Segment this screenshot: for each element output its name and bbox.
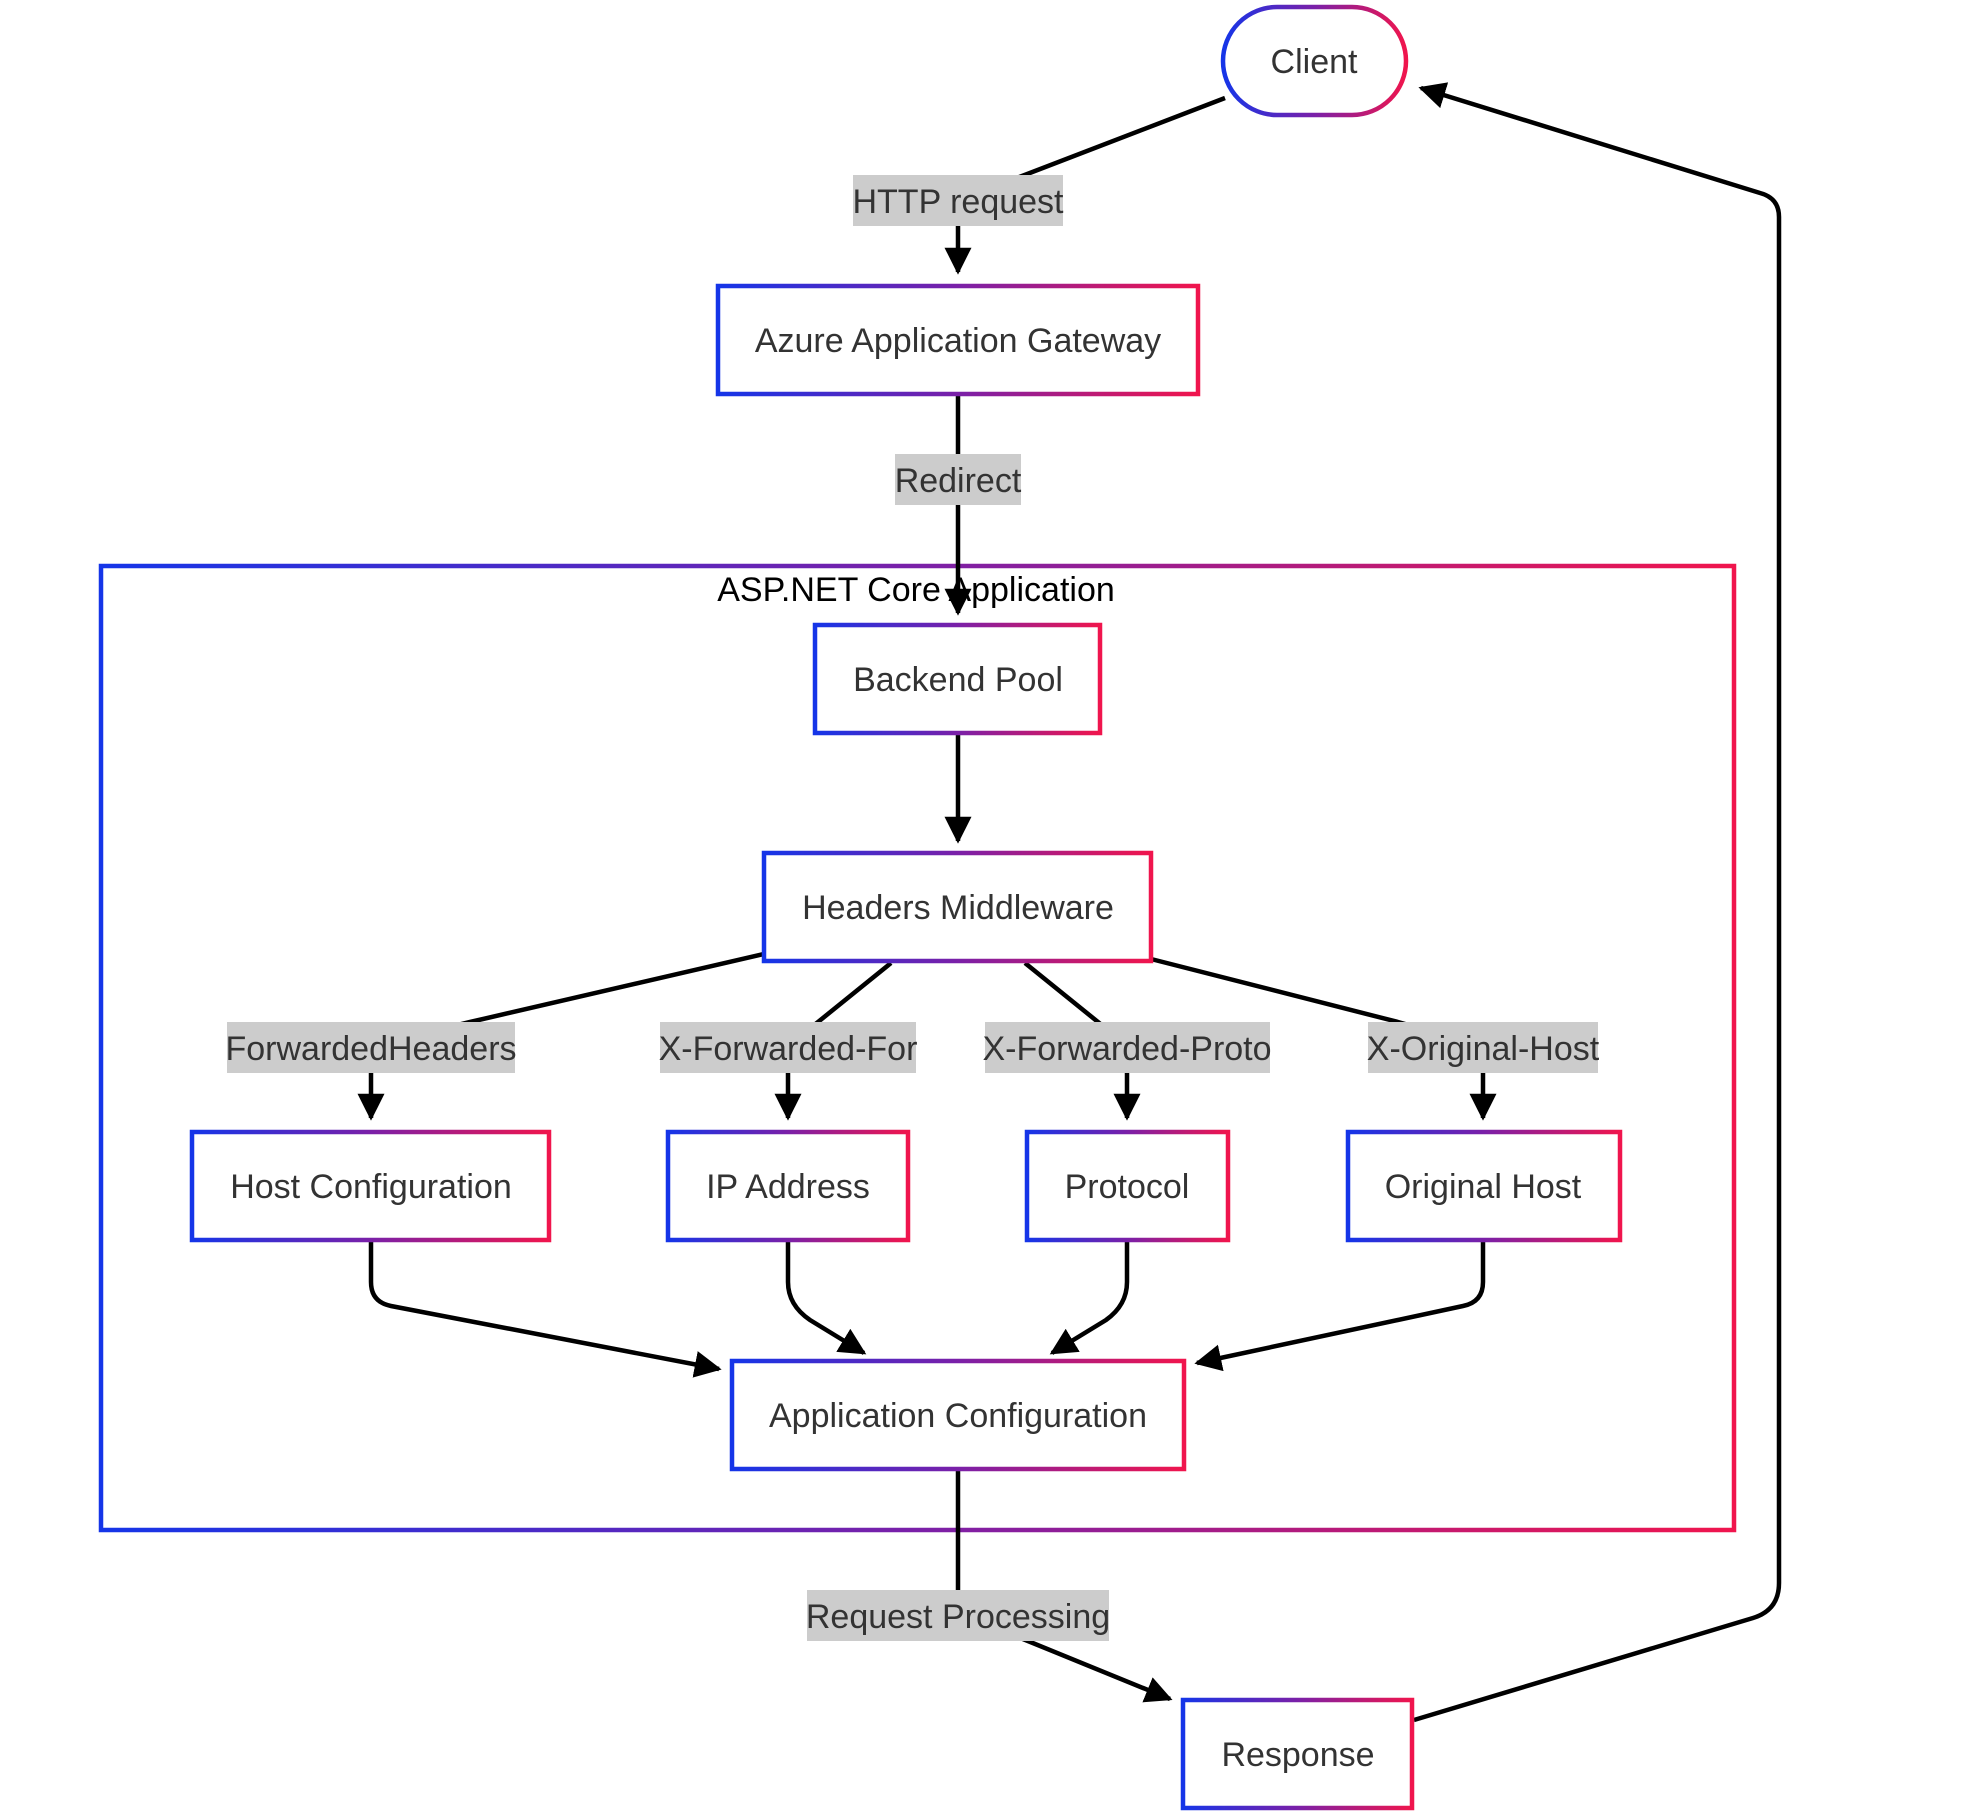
node-original-host: Original Host: [1345, 1129, 1623, 1243]
edge-label-forwarded-headers: ForwardedHeaders: [225, 1022, 517, 1073]
edge-label-x-original-host: X-Original-Host: [1367, 1022, 1600, 1073]
svg-text:Application Configuration: Application Configuration: [769, 1397, 1147, 1435]
cluster-title: ASP.NET Core Application: [717, 571, 1115, 609]
node-ip-address: IP Address: [665, 1129, 911, 1243]
svg-text:X-Original-Host: X-Original-Host: [1367, 1030, 1600, 1068]
node-host-configuration: Host Configuration: [189, 1129, 552, 1243]
svg-text:Headers Middleware: Headers Middleware: [802, 889, 1114, 927]
svg-text:Original Host: Original Host: [1385, 1168, 1582, 1206]
svg-text:Host Configuration: Host Configuration: [230, 1168, 512, 1206]
node-headers-middleware: Headers Middleware: [761, 850, 1154, 964]
edge-host-configuration-to-app-configuration: [368, 1242, 722, 1378]
cluster-aspnet-core-application: [98, 563, 1737, 1533]
svg-text:Backend Pool: Backend Pool: [853, 661, 1063, 699]
node-application-configuration: Application Configuration: [729, 1358, 1187, 1472]
edge-label-request-processing: Request Processing: [806, 1590, 1110, 1641]
edge-response-to-client: [1413, 82, 1782, 1723]
node-backend-pool: Backend Pool: [812, 622, 1103, 736]
node-azure-application-gateway: Azure Application Gateway: [715, 283, 1201, 397]
node-client: Client: [1220, 4, 1409, 118]
node-protocol: Protocol: [1024, 1129, 1231, 1243]
edge-app-configuration-to-response: [955, 1470, 1173, 1703]
node-response: Response: [1180, 1697, 1415, 1811]
svg-text:IP Address: IP Address: [706, 1168, 870, 1206]
edge-ip-address-to-app-configuration: [785, 1242, 867, 1355]
svg-text:X-Forwarded-For: X-Forwarded-For: [659, 1030, 918, 1068]
svg-text:HTTP request: HTTP request: [852, 183, 1064, 221]
edge-label-x-forwarded-proto: X-Forwarded-Proto: [982, 1022, 1272, 1073]
svg-text:Protocol: Protocol: [1065, 1168, 1190, 1206]
svg-text:X-Forwarded-Proto: X-Forwarded-Proto: [982, 1030, 1271, 1068]
edge-labels: HTTP request Redirect ForwardedHeaders X…: [225, 175, 1600, 1641]
edge-label-redirect: Redirect: [895, 454, 1022, 505]
edge-protocol-to-app-configuration: [1049, 1242, 1130, 1355]
edge-label-x-forwarded-for: X-Forwarded-For: [659, 1022, 918, 1073]
svg-text:Response: Response: [1221, 1736, 1374, 1774]
edge-original-host-to-app-configuration: [1194, 1242, 1486, 1372]
edge-label-http-request: HTTP request: [852, 175, 1064, 226]
svg-text:Redirect: Redirect: [895, 462, 1022, 500]
svg-text:Request Processing: Request Processing: [806, 1598, 1110, 1636]
svg-text:Azure Application Gateway: Azure Application Gateway: [755, 322, 1161, 360]
svg-text:ForwardedHeaders: ForwardedHeaders: [225, 1030, 516, 1068]
nodes: Client Azure Application Gateway Backend…: [189, 4, 1623, 1811]
svg-text:Client: Client: [1271, 43, 1358, 81]
